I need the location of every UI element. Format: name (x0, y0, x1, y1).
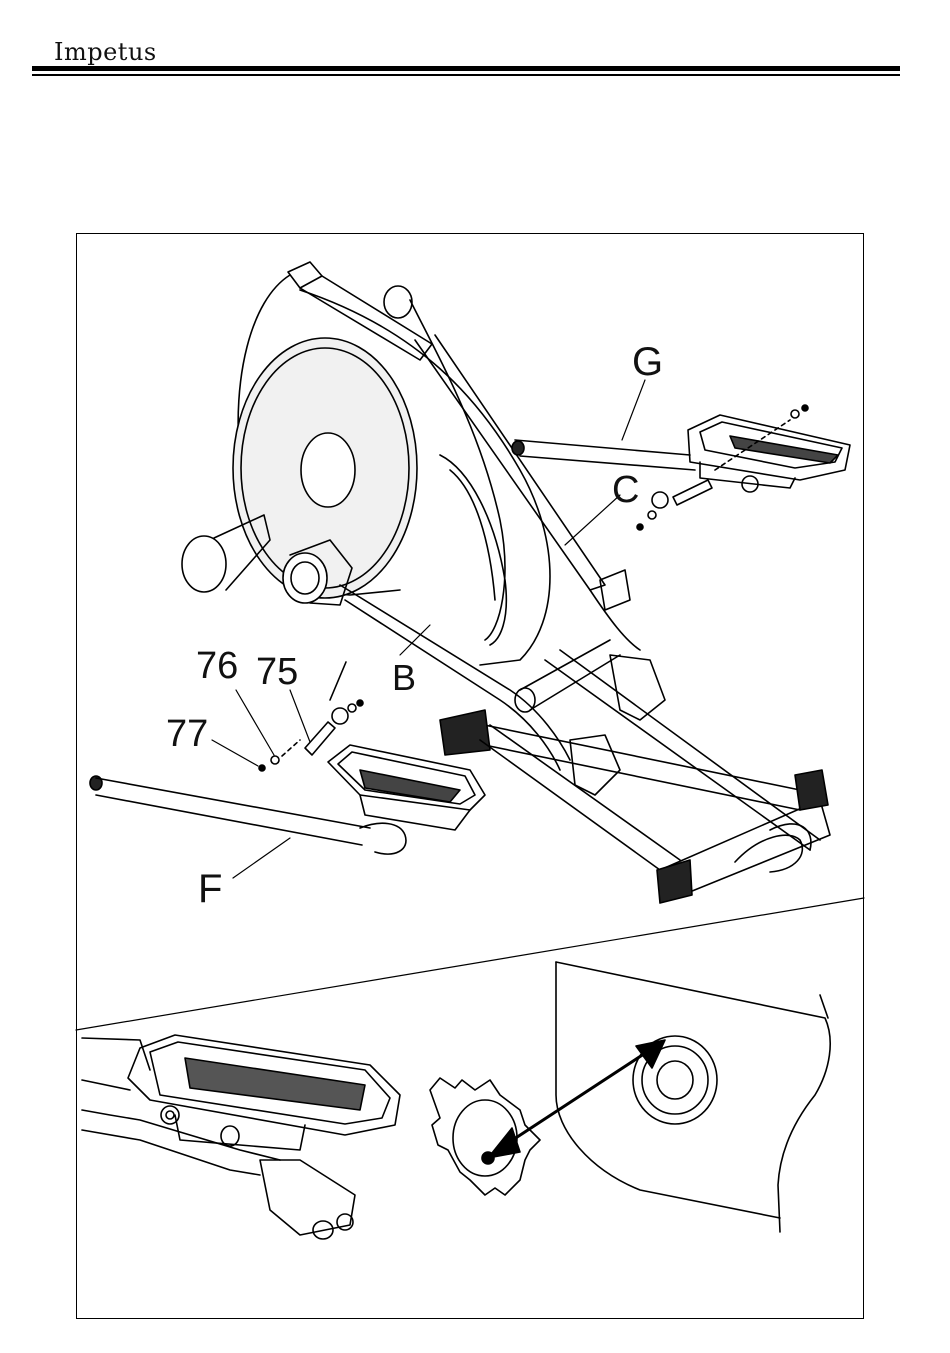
axle-pin-left (305, 722, 335, 755)
label-part-77: 77 (166, 713, 208, 755)
link-arm-c (415, 335, 640, 650)
tension-knob (182, 536, 226, 592)
axle-pin-right (673, 480, 712, 505)
detail-pedal-closeup (82, 1035, 400, 1239)
elliptical-frame (182, 262, 550, 665)
label-part-76: 76 (196, 645, 238, 687)
detail-housing-view (556, 962, 830, 1232)
label-b: B (392, 657, 416, 698)
detail-divider (76, 898, 864, 1030)
flywheel-hub (301, 433, 355, 507)
label-g: G (632, 340, 663, 384)
detail-retaining-clip (430, 1078, 540, 1195)
base-rails (440, 640, 830, 903)
label-part-75: 75 (256, 651, 298, 693)
crank-arm-b (283, 540, 570, 770)
pedal-arm-g (512, 405, 850, 530)
alignment-arrow (488, 1040, 665, 1158)
label-f: F (198, 867, 222, 911)
label-c: C (612, 469, 639, 511)
